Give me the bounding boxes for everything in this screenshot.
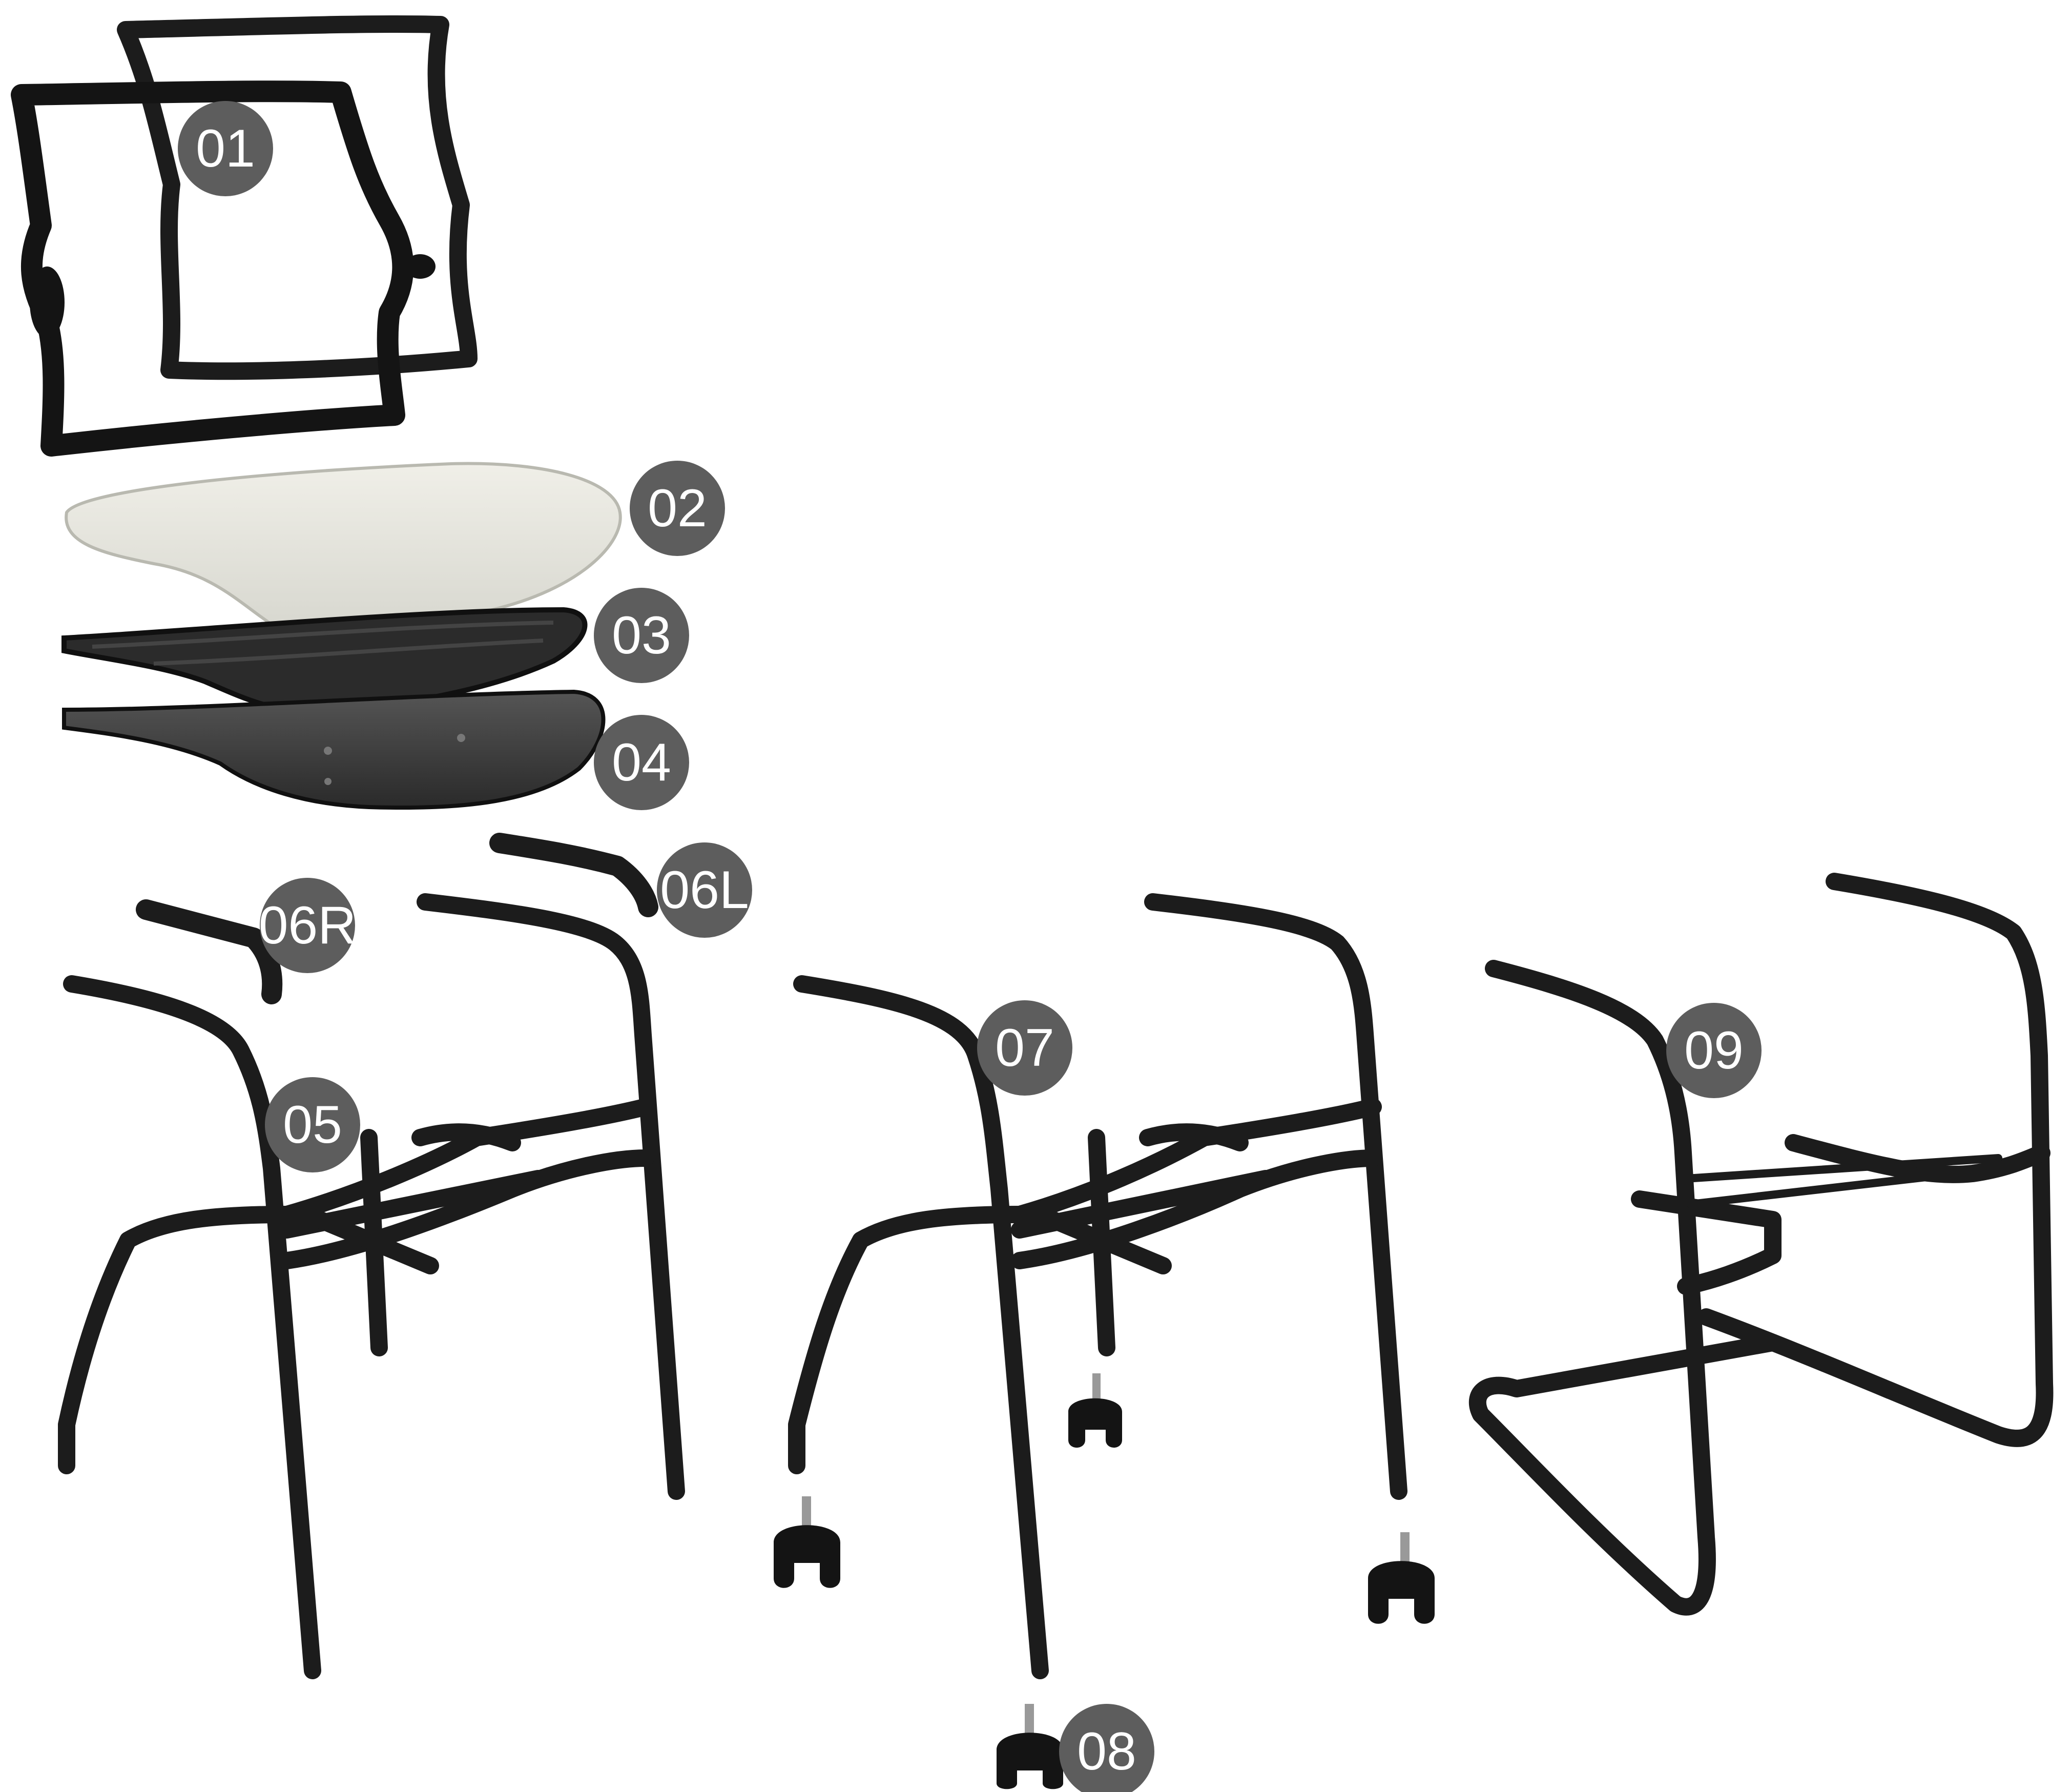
label-07: 07: [995, 1018, 1054, 1078]
seat-cushion-part: [66, 464, 620, 631]
armrest-right-part: [146, 910, 272, 994]
label-03: 03: [612, 606, 671, 665]
label-badge-04: 04: [594, 715, 689, 810]
armrest-left-part: [500, 843, 648, 907]
label-badge-09: 09: [1666, 1003, 1762, 1098]
label-badge-01: 01: [178, 101, 273, 196]
chair-frame-casters: [797, 902, 1399, 1671]
label-01: 01: [196, 119, 255, 178]
label-08: 08: [1077, 1722, 1136, 1781]
backrest-part: [22, 24, 469, 446]
caster-front-bottom: [997, 1704, 1063, 1789]
caster-front-left: [774, 1496, 840, 1588]
label-badge-06L: 06L: [657, 842, 752, 938]
caster-rear-left: [1068, 1373, 1122, 1448]
label-04: 04: [612, 733, 671, 792]
label-06R: 06R: [259, 896, 357, 955]
label-badge-03: 03: [594, 588, 689, 683]
label-06L: 06L: [660, 860, 749, 920]
backrest-rear-frame: [126, 24, 469, 371]
label-02: 02: [648, 479, 707, 538]
caster-right: [1368, 1532, 1435, 1624]
chair-frame-sled: [1478, 881, 2045, 1607]
label-badge-07: 07: [977, 1000, 1072, 1096]
chair-frame-legs: [67, 902, 676, 1671]
label-05: 05: [283, 1095, 342, 1155]
label-badge-02: 02: [630, 461, 725, 556]
seat-shell-part: [64, 692, 604, 808]
label-badge-05: 05: [265, 1077, 360, 1172]
label-badge-08: 08: [1059, 1704, 1154, 1792]
label-09: 09: [1684, 1021, 1744, 1080]
